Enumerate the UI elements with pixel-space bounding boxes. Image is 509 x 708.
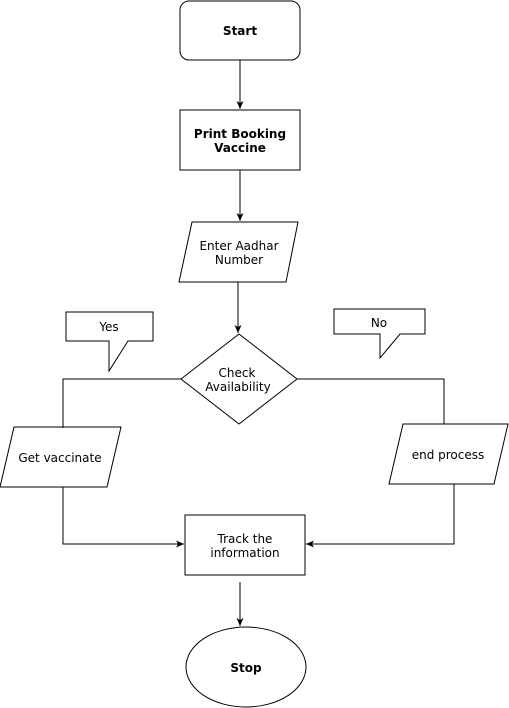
check-label-line2: Availability [205,380,270,394]
print-booking-label-line1: Print Booking [194,127,286,141]
start-label: Start [223,24,257,38]
print-booking-node: Print Booking Vaccine [179,109,301,171]
check-label-line1: Check [219,366,256,380]
yes-callout: Yes [65,311,154,373]
edge-check-yes-branch [62,378,181,428]
check-availability-node: Check Availability [180,333,298,425]
get-vaccinate-label: Get vaccinate [18,451,101,465]
enter-aadhar-node: Enter Aadhar Number [178,221,299,283]
enter-aadhar-label-line2: Number [215,253,263,267]
stop-label: Stop [230,661,262,675]
edge-check-no-branch [297,378,445,424]
start-node: Start [179,0,301,61]
get-vaccinate-node: Get vaccinate [0,426,122,488]
enter-aadhar-label-line1: Enter Aadhar [199,239,278,253]
track-label-line1: Track the [217,532,273,546]
edge-endprocess-to-track [306,484,455,548]
print-booking-label-line2: Vaccine [214,141,266,155]
no-callout: No [333,308,426,360]
stop-node: Stop [185,626,307,708]
yes-callout-label: Yes [98,320,118,334]
track-information-node: Track the information [184,514,306,576]
edge-vaccinate-to-track [62,487,184,548]
end-process-node: end process [388,423,509,485]
end-process-label: end process [412,448,485,462]
track-label-line2: information [210,546,279,560]
no-callout-label: No [371,316,387,330]
